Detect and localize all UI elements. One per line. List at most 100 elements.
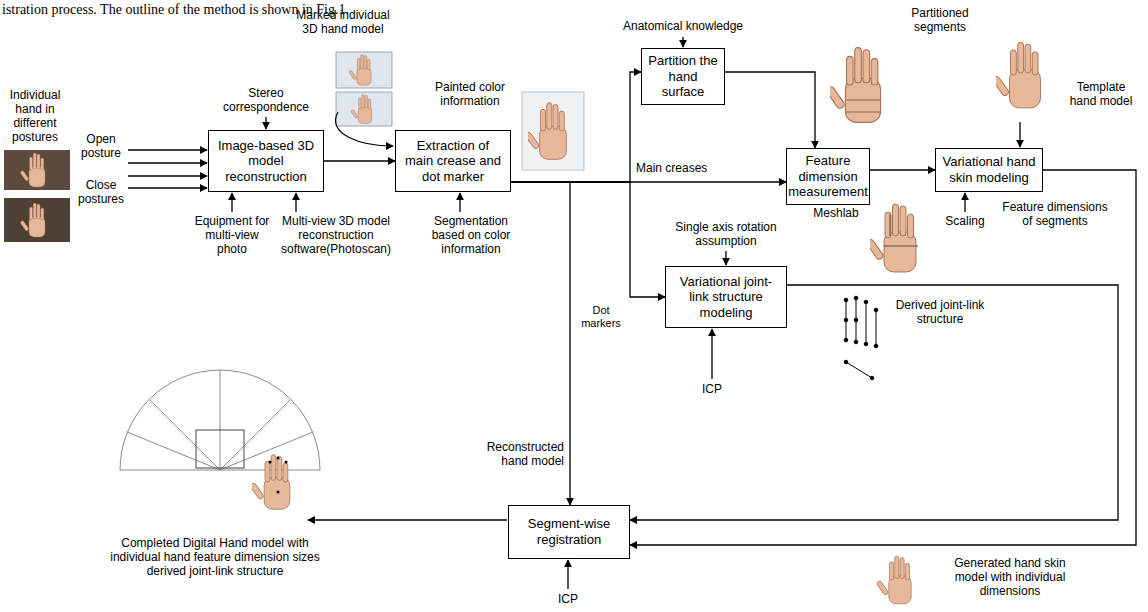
joint-link-figure bbox=[844, 296, 878, 380]
hand-image bbox=[20, 153, 45, 187]
model-image bbox=[336, 52, 392, 88]
annotation-label: Completed Digital Hand model with indivi… bbox=[98, 536, 332, 578]
annotation-label: Single axis rotation assumption bbox=[664, 220, 788, 248]
crease-line bbox=[846, 100, 880, 101]
process-box: Variational joint-link structure modelin… bbox=[665, 266, 787, 328]
annotation-label: Reconstructed hand model bbox=[478, 440, 564, 468]
hand-image bbox=[350, 95, 371, 124]
hand-photo bbox=[4, 150, 70, 190]
rig-ray bbox=[149, 399, 220, 470]
rig-box bbox=[196, 430, 244, 468]
annotation-label: Dot markers bbox=[574, 304, 628, 330]
input-arrow bbox=[231, 193, 232, 212]
dimension-line bbox=[890, 214, 891, 236]
joint-dot bbox=[844, 338, 848, 342]
annotation-label: Partitioned segments bbox=[898, 6, 982, 34]
input-arrow bbox=[1019, 122, 1020, 147]
annotation-label: Multi-view 3D model reconstruction softw… bbox=[272, 214, 400, 256]
dimension-line bbox=[884, 246, 918, 247]
link-line bbox=[876, 310, 877, 346]
flow-arrow bbox=[725, 72, 815, 148]
input-arrow bbox=[295, 193, 296, 212]
input-arrow bbox=[964, 193, 965, 212]
annotation-label: Feature dimensions of segments bbox=[996, 200, 1114, 228]
annotation-label: Generated hand skin model with individua… bbox=[944, 556, 1076, 598]
annotation-label: Equipment for multi-view photo bbox=[190, 214, 274, 256]
model-image bbox=[522, 92, 584, 170]
hand-image bbox=[866, 204, 916, 272]
joint-dot bbox=[874, 308, 878, 312]
annotation-label: ICP bbox=[552, 592, 584, 606]
joint-dot bbox=[854, 296, 858, 300]
joint-dot bbox=[874, 344, 878, 348]
rig-arc bbox=[120, 370, 320, 470]
flow-arrow bbox=[870, 169, 935, 170]
annotation-label: Close postures bbox=[76, 178, 126, 206]
joint-dot bbox=[864, 342, 868, 346]
box-text: Image-based 3D model reconstruction bbox=[215, 138, 317, 185]
link-line bbox=[846, 362, 872, 378]
joint-dot bbox=[854, 318, 858, 322]
hand-image bbox=[20, 203, 45, 237]
input-arrow bbox=[265, 117, 266, 129]
process-box: Feature dimension measurement bbox=[786, 148, 870, 205]
joint-dot bbox=[844, 318, 848, 322]
joint-dot bbox=[870, 376, 874, 380]
hand-image bbox=[349, 55, 372, 86]
annotation-label: Template hand model bbox=[1062, 80, 1140, 108]
joint-dot bbox=[285, 461, 288, 464]
box-text: Variational joint-link structure modelin… bbox=[672, 274, 780, 321]
hand-image bbox=[825, 48, 880, 123]
camera-rig bbox=[120, 370, 320, 470]
curve-arrow bbox=[336, 112, 393, 146]
joint-dot bbox=[844, 298, 848, 302]
hand-image bbox=[992, 42, 1040, 108]
annotation-label: Individual hand in different postures bbox=[2, 88, 68, 145]
input-arrow bbox=[725, 251, 726, 265]
process-box: Segment-wise registration bbox=[508, 505, 630, 559]
process-box: Image-based 3D model reconstruction bbox=[208, 130, 324, 192]
annotation-label: Marked individual 3D hand model bbox=[294, 8, 392, 36]
annotation-label: Meshlab bbox=[806, 206, 866, 220]
annotation-label: ICP bbox=[696, 382, 728, 396]
output-arrow bbox=[308, 519, 507, 520]
rig-ray bbox=[127, 432, 220, 470]
hand-image bbox=[250, 455, 290, 509]
input-arrow bbox=[459, 193, 460, 212]
input-arrow bbox=[128, 162, 207, 163]
hand-image bbox=[525, 103, 567, 160]
joint-dot bbox=[844, 360, 848, 364]
joint-dot bbox=[864, 300, 868, 304]
input-arrow bbox=[128, 175, 207, 176]
rig-ray bbox=[220, 370, 221, 470]
annotation-label: Open posture bbox=[78, 132, 124, 160]
process-box: Extraction of main crease and dot marker bbox=[395, 130, 511, 192]
box-text: Variational hand skin modeling bbox=[942, 154, 1036, 185]
annotation-label: Segmentation based on color information bbox=[424, 214, 518, 256]
process-box: Partition the hand surface bbox=[641, 48, 725, 105]
input-arrow bbox=[128, 149, 207, 150]
flow-arrow bbox=[511, 72, 641, 182]
link-line bbox=[866, 302, 867, 344]
flow-arrow bbox=[324, 160, 395, 161]
annotation-label: Main creases bbox=[636, 161, 716, 175]
annotation-label: Painted color information bbox=[424, 80, 516, 108]
joint-dot bbox=[277, 457, 280, 460]
annotation-label: Anatomical knowledge bbox=[613, 19, 753, 33]
box-text: Extraction of main crease and dot marker bbox=[402, 138, 504, 185]
hand-photo bbox=[4, 198, 70, 242]
joint-dot bbox=[277, 491, 280, 494]
flow-arrow bbox=[630, 170, 1136, 545]
input-arrow bbox=[567, 560, 568, 589]
process-box: Variational hand skin modeling bbox=[935, 148, 1043, 192]
joint-dot bbox=[269, 461, 272, 464]
annotation-label: Derived joint-link structure bbox=[886, 298, 994, 326]
input-arrow bbox=[128, 187, 207, 188]
box-text: Segment-wise registration bbox=[515, 516, 623, 547]
joint-dots bbox=[269, 457, 288, 494]
box-text: Feature dimension measurement bbox=[788, 153, 867, 200]
input-arrow bbox=[682, 37, 683, 47]
joint-dot bbox=[854, 340, 858, 344]
crease-line bbox=[846, 112, 880, 113]
